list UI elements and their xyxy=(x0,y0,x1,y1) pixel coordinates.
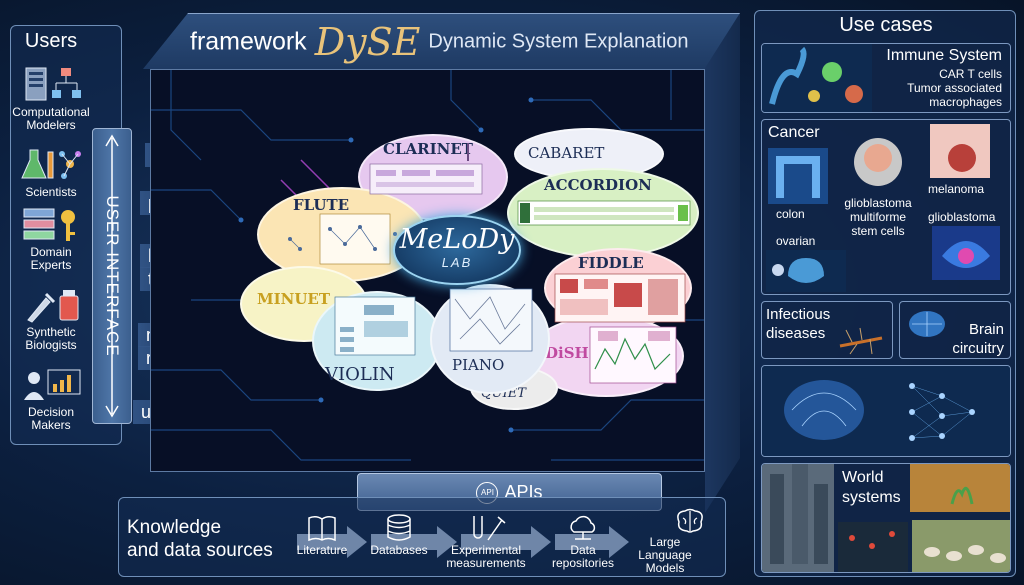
colon-image xyxy=(768,148,828,204)
framework-header xyxy=(143,13,740,69)
immune-cells-image xyxy=(762,44,872,112)
framework-full-name: Dynamic System Explanation xyxy=(428,30,689,53)
ovarian-label: ovarian xyxy=(776,234,816,248)
brain-network-image xyxy=(909,311,945,337)
presentation-chart-icon xyxy=(24,369,81,400)
melanoma-label: melanoma xyxy=(928,182,985,196)
fiddle-label: FIDDLE xyxy=(578,254,644,272)
use-case-immune: Immune System CAR T cells Tumor associat… xyxy=(761,43,1011,113)
use-cases-panel: Use cases Immune System CAR T cells Tumo… xyxy=(754,10,1016,577)
user-domain-experts: Domain Experts xyxy=(11,206,91,272)
user-interface-bar: USER INTERFACE xyxy=(92,128,132,424)
accordion-label: ACCORDION xyxy=(544,176,652,194)
dish-label: DiSH xyxy=(545,344,589,362)
cloud-icon xyxy=(570,515,596,540)
melanoma-image xyxy=(930,124,990,178)
use-case-infectious: Infectious diseases xyxy=(761,301,893,359)
user-scientists: Scientists xyxy=(11,146,91,199)
piano-label: PIANO xyxy=(452,356,505,374)
immune-line: Tumor associated xyxy=(907,81,1002,95)
lab-flask-icon xyxy=(21,149,81,179)
immune-details: CAR T cells Tumor associated macrophages xyxy=(907,67,1002,109)
user-label: Domain Experts xyxy=(30,245,72,272)
users-title: Users xyxy=(24,30,78,52)
key-database-icon xyxy=(23,208,75,241)
immune-line: CAR T cells xyxy=(939,67,1002,81)
flute-label: FLUTE xyxy=(293,196,350,214)
user-interface-label: USER INTERFACE xyxy=(103,195,122,357)
user-label: Decision Makers xyxy=(27,405,75,432)
source-label: Large Language Models xyxy=(638,535,692,575)
mosquito-image xyxy=(839,327,883,355)
colon-label: colon xyxy=(776,207,805,221)
minuet-label: MINUET xyxy=(257,290,331,308)
framework-side xyxy=(705,13,740,513)
cancer-title: Cancer xyxy=(768,124,820,141)
source-literature: Literature xyxy=(289,514,355,557)
use-cases-title: Use cases xyxy=(839,14,933,36)
world-systems-image xyxy=(762,464,1010,572)
neural-network-image xyxy=(762,366,1010,456)
brain-label: Brain circuitry xyxy=(952,321,1004,357)
knowledge-title-line1: Knowledge xyxy=(127,517,222,538)
server-network-icon xyxy=(25,67,81,101)
user-label: Synthetic Biologists xyxy=(25,325,77,352)
brain-icon xyxy=(677,508,703,533)
book-icon xyxy=(308,515,336,542)
user-decision-makers: Decision Makers xyxy=(11,366,91,432)
use-case-world: World systems xyxy=(761,463,1011,573)
test-tube-syringe-icon xyxy=(473,516,506,541)
glioblastoma-label: glioblastoma xyxy=(928,210,996,224)
neural-network-visual xyxy=(761,365,1011,457)
knowledge-panel: Knowledge and data sources Literature Da… xyxy=(118,497,726,577)
user-synthetic-biologists: Synthetic Biologists xyxy=(11,286,91,352)
user-label: Scientists xyxy=(25,185,77,199)
framework-prefix: framework xyxy=(190,27,307,56)
melody-lab-logo: MeLoDy LAB xyxy=(393,215,521,285)
source-databases: Databases xyxy=(363,514,435,557)
infectious-label: Infectious diseases xyxy=(766,306,831,342)
melody-name: MeLoDy xyxy=(399,224,515,255)
use-case-cancer: Cancer colon glioblastoma multiforme ste… xyxy=(761,119,1011,295)
piano-petal xyxy=(430,284,550,394)
source-label: Data repositories xyxy=(551,543,615,570)
source-repositories: Data repositories xyxy=(545,514,621,570)
knowledge-arrows xyxy=(297,526,629,558)
glioblastoma-image xyxy=(932,226,1000,280)
immune-line: macrophages xyxy=(929,95,1002,109)
source-label: Databases xyxy=(370,543,428,557)
knowledge-title: Knowledge and data sources xyxy=(127,516,273,562)
dyse-logo: DySE xyxy=(314,20,421,64)
world-label: World systems xyxy=(842,469,901,506)
database-icon xyxy=(387,514,411,541)
brain-head-image xyxy=(854,138,902,186)
ovarian-image xyxy=(766,250,846,292)
clarinet-label: CLARINET xyxy=(383,140,473,158)
user-label: Computational Modelers xyxy=(12,105,90,132)
double-arrow-icon xyxy=(105,134,119,418)
cabaret-label: CABARET xyxy=(528,144,605,162)
user-computational-modelers: Computational Modelers xyxy=(11,66,91,132)
use-case-brain: Brain circuitry xyxy=(899,301,1011,359)
source-experimental: Experimental measurements xyxy=(443,514,529,570)
glioblastoma-multiforme-label: glioblastoma multiforme stem cells xyxy=(844,196,912,238)
source-label: Experimental measurements xyxy=(446,543,526,570)
source-label: Literature xyxy=(296,543,348,557)
violin-label: VIOLIN xyxy=(325,364,395,385)
immune-title: Immune System xyxy=(886,47,1002,64)
knowledge-title-line2: and data sources xyxy=(127,540,273,561)
pipette-icon xyxy=(27,290,79,323)
melody-lab: LAB xyxy=(441,255,473,270)
source-llm: Large Language Models xyxy=(635,508,715,575)
